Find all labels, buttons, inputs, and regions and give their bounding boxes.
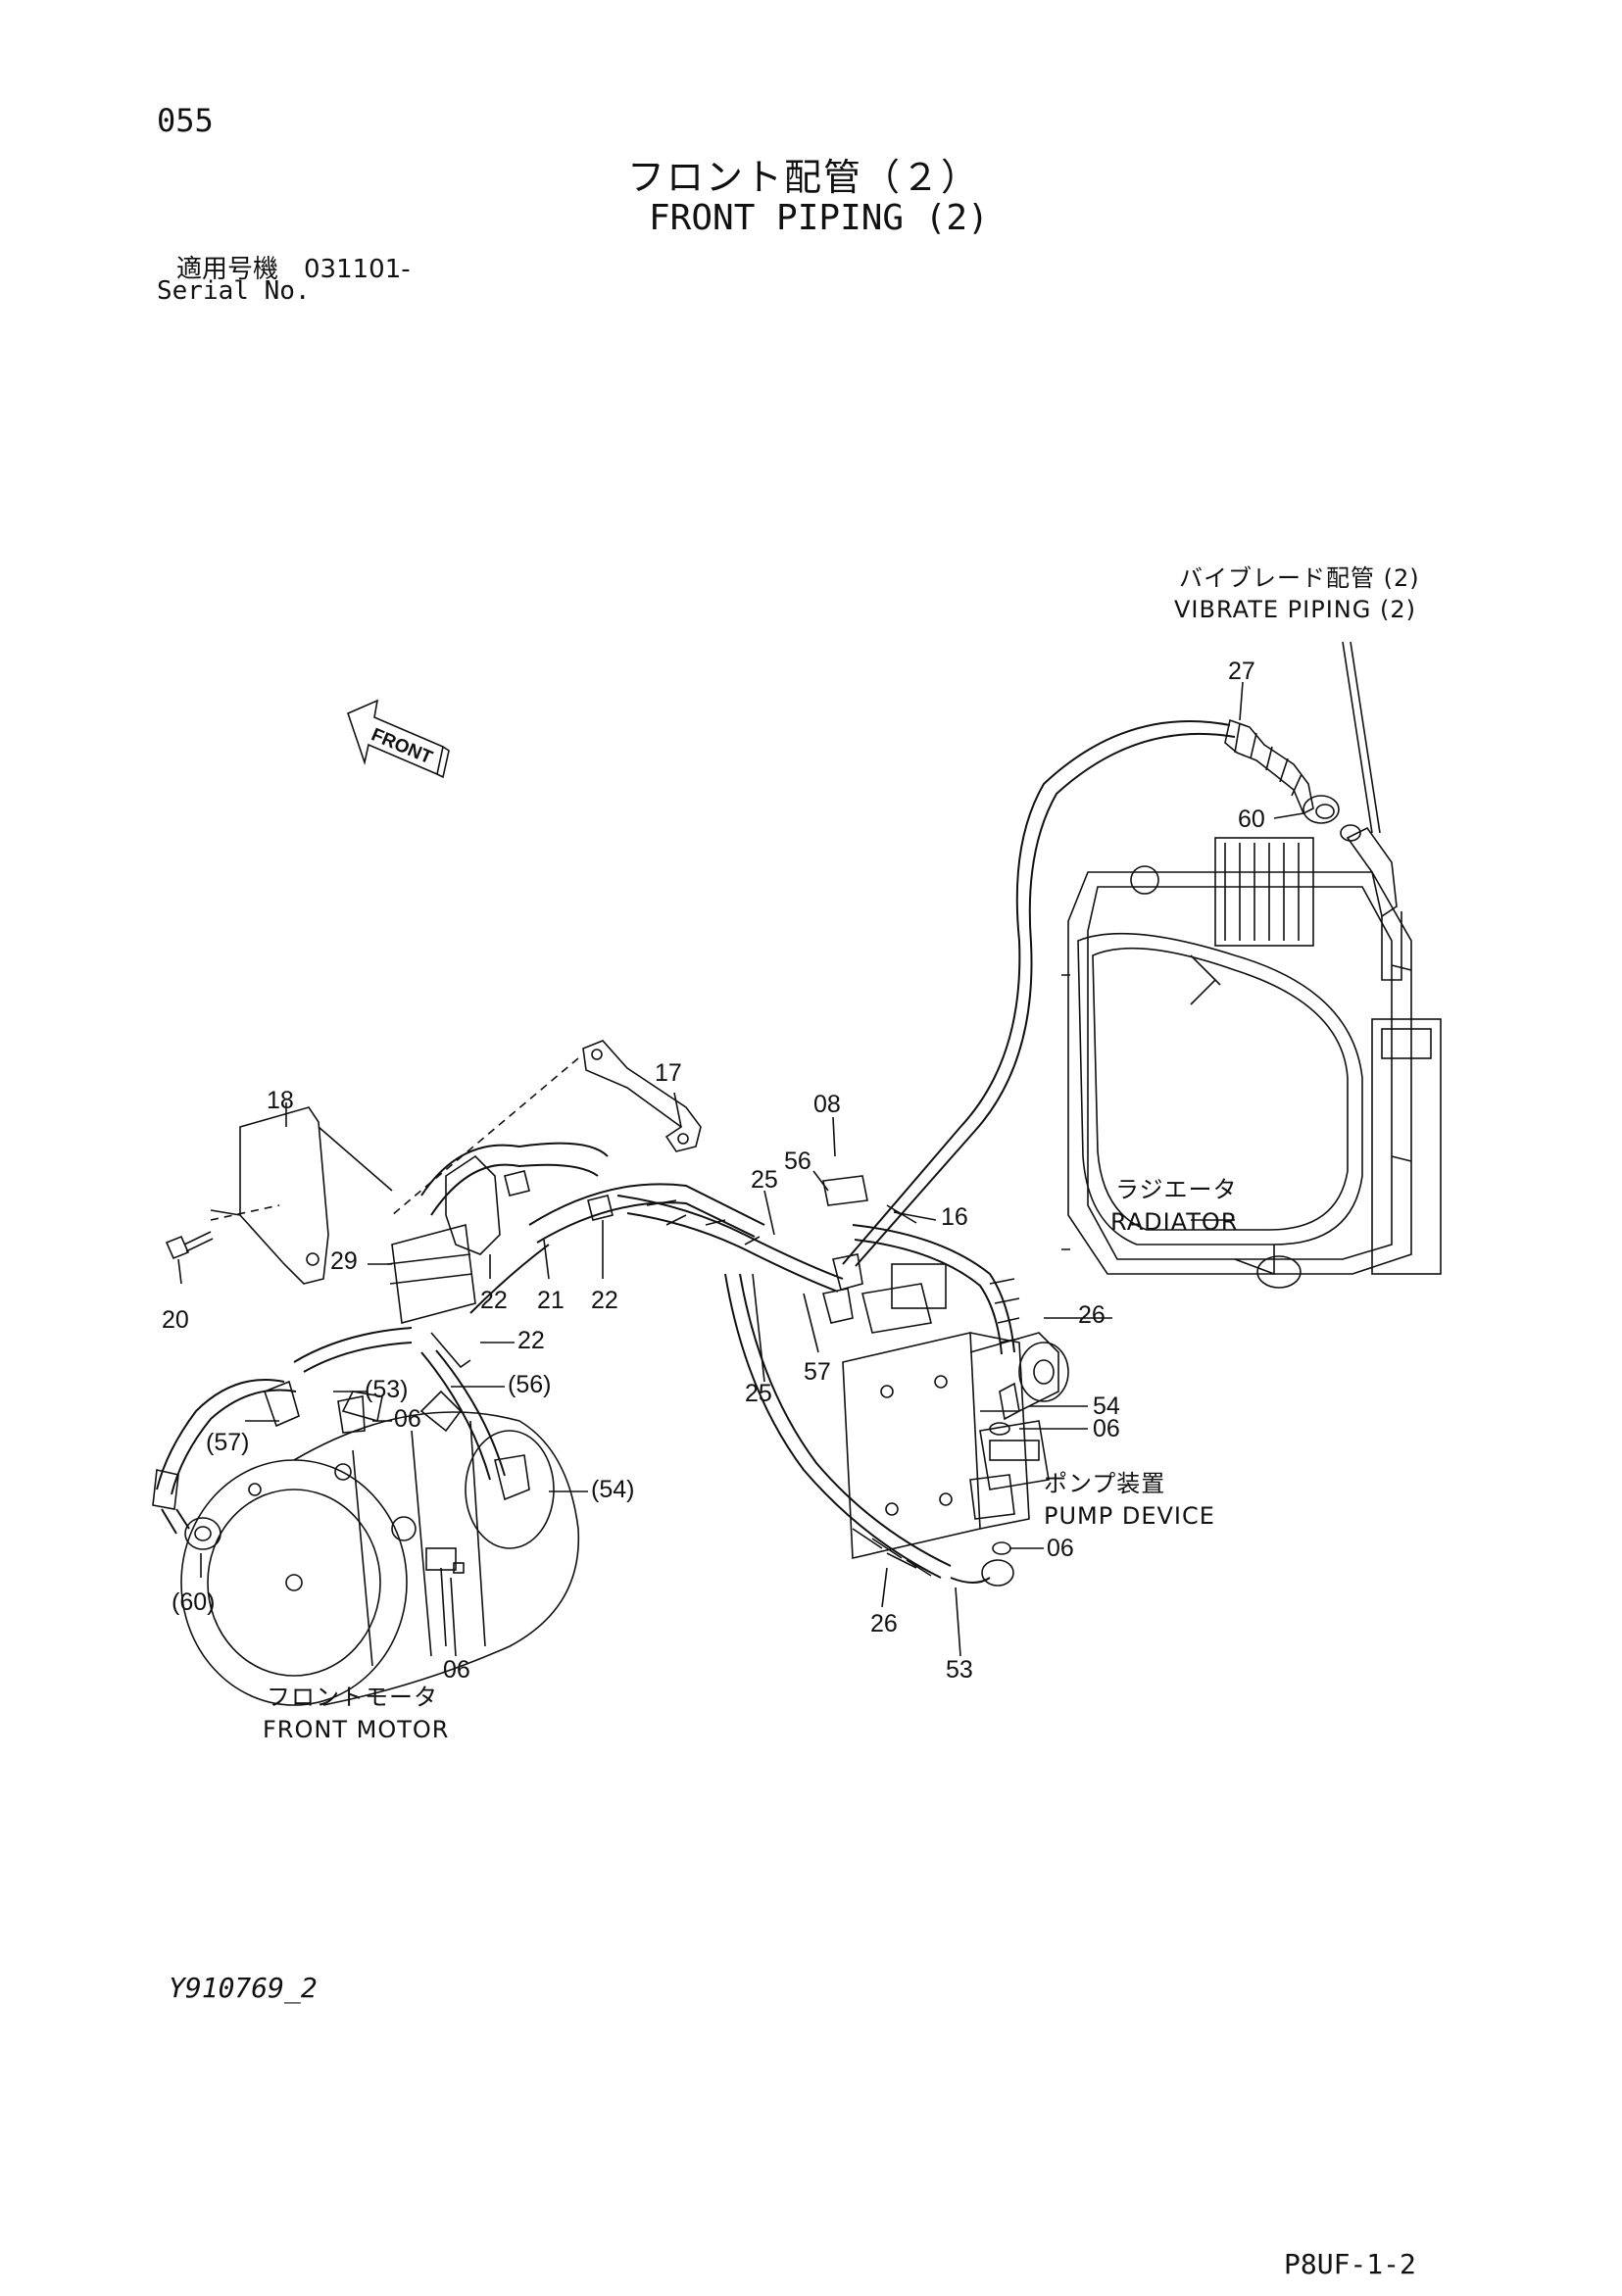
hoses-25-56-57 <box>616 1175 1020 1587</box>
bolt-20 <box>165 1231 214 1260</box>
callout-53: 53 <box>946 1656 973 1684</box>
callout-06-motor-lower: 06 <box>443 1656 470 1684</box>
hose-27 <box>842 718 1340 1267</box>
page-title: FRONT PIPING (2) <box>649 198 989 238</box>
callout-08: 08 <box>813 1091 841 1118</box>
callout-56-ref: (56) <box>508 1371 551 1398</box>
callout-18: 18 <box>267 1087 294 1114</box>
pump-device-label: PUMP DEVICE <box>1044 1502 1215 1530</box>
callout-27: 27 <box>1228 658 1255 685</box>
page-number: 055 <box>157 102 214 139</box>
clamp-bundle <box>386 1142 765 1369</box>
pump-device-label-jp: ポンプ装置 <box>1044 1470 1165 1497</box>
callout-06-motor-upper: 06 <box>394 1405 421 1433</box>
callout-26-lower: 26 <box>870 1610 898 1637</box>
radiator-label: RADIATOR <box>1110 1208 1238 1236</box>
front-direction-arrow: FRONT <box>347 699 450 779</box>
serial-range-label: 適用号機 031101- <box>176 255 411 284</box>
callout-26-upper: 26 <box>1078 1301 1106 1329</box>
callout-21: 21 <box>537 1287 565 1314</box>
radiator-label-jp: ラジエータ <box>1115 1176 1238 1203</box>
pump-device <box>842 1263 1069 1559</box>
serial-number-label: Serial No. <box>157 276 311 306</box>
callout-22-lower: 22 <box>517 1327 545 1354</box>
callout-60: 60 <box>1238 806 1265 833</box>
cover-plate-18 <box>210 1106 329 1285</box>
front-motor-label: FRONT MOTOR <box>263 1716 449 1743</box>
bracket-17 <box>582 1040 702 1152</box>
motor-hoses <box>152 1327 530 1550</box>
callout-25-upper: 25 <box>751 1166 778 1194</box>
page-code: P8UF-1-2 <box>1284 2248 1416 2280</box>
callout-22-left: 22 <box>480 1287 508 1314</box>
vibrate-piping-label-jp: バイブレード配管 (2) <box>1179 564 1420 592</box>
leader-lines <box>177 681 1304 1657</box>
front-motor-label-jp: フロントモータ <box>267 1684 438 1711</box>
callout-54-ref: (54) <box>591 1476 634 1503</box>
callout-17: 17 <box>655 1059 682 1087</box>
front-motor <box>180 1390 580 1706</box>
callout-20: 20 <box>162 1306 189 1334</box>
front-arrow-label: FRONT <box>369 724 436 768</box>
callout-06-pump-upper: 06 <box>1093 1415 1120 1442</box>
callout-57-ref: (57) <box>206 1429 249 1456</box>
drawing-number: Y910769_2 <box>169 1972 318 2004</box>
page-title-japanese: フロント配管（２） <box>627 156 981 199</box>
callout-56: 56 <box>784 1148 811 1175</box>
callout-53-ref: (53) <box>365 1376 408 1403</box>
callout-29: 29 <box>330 1247 358 1275</box>
callout-22-right: 22 <box>591 1287 618 1314</box>
callout-54: 54 <box>1093 1392 1120 1420</box>
vibrate-piping-fitting <box>1340 641 1402 981</box>
callout-16: 16 <box>941 1203 968 1231</box>
callout-25-lower: 25 <box>745 1380 772 1407</box>
callout-06-pump-lower: 06 <box>1047 1535 1074 1562</box>
radiator <box>1061 837 1442 1289</box>
vibrate-piping-label: VIBRATE PIPING (2) <box>1174 596 1416 623</box>
callout-57: 57 <box>804 1358 831 1386</box>
callout-60-ref: (60) <box>172 1588 215 1616</box>
